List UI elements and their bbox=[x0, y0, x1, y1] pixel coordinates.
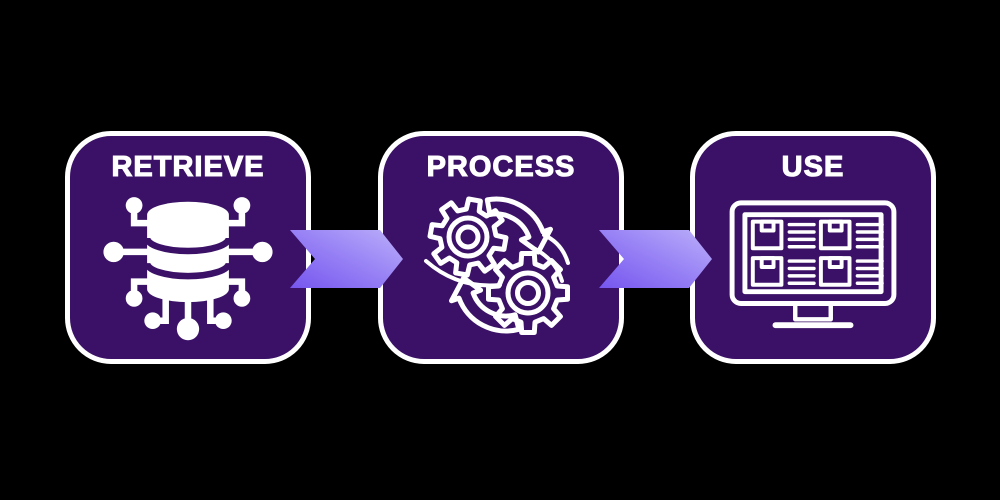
monitor-inventory-icon bbox=[729, 200, 897, 329]
gears-sync-icon bbox=[424, 196, 570, 335]
flow-arrow-2 bbox=[599, 230, 712, 288]
flow-arrow-1 bbox=[290, 230, 403, 288]
database-network-icon bbox=[103, 197, 273, 341]
step-box-process: PROCESS bbox=[378, 131, 624, 364]
step-box-use: USE bbox=[690, 131, 936, 364]
step-label-retrieve: RETRIEVE bbox=[111, 150, 265, 183]
step-label-process: PROCESS bbox=[426, 150, 576, 183]
step-box-retrieve: RETRIEVE bbox=[65, 131, 311, 364]
step-label-use: USE bbox=[781, 150, 845, 183]
